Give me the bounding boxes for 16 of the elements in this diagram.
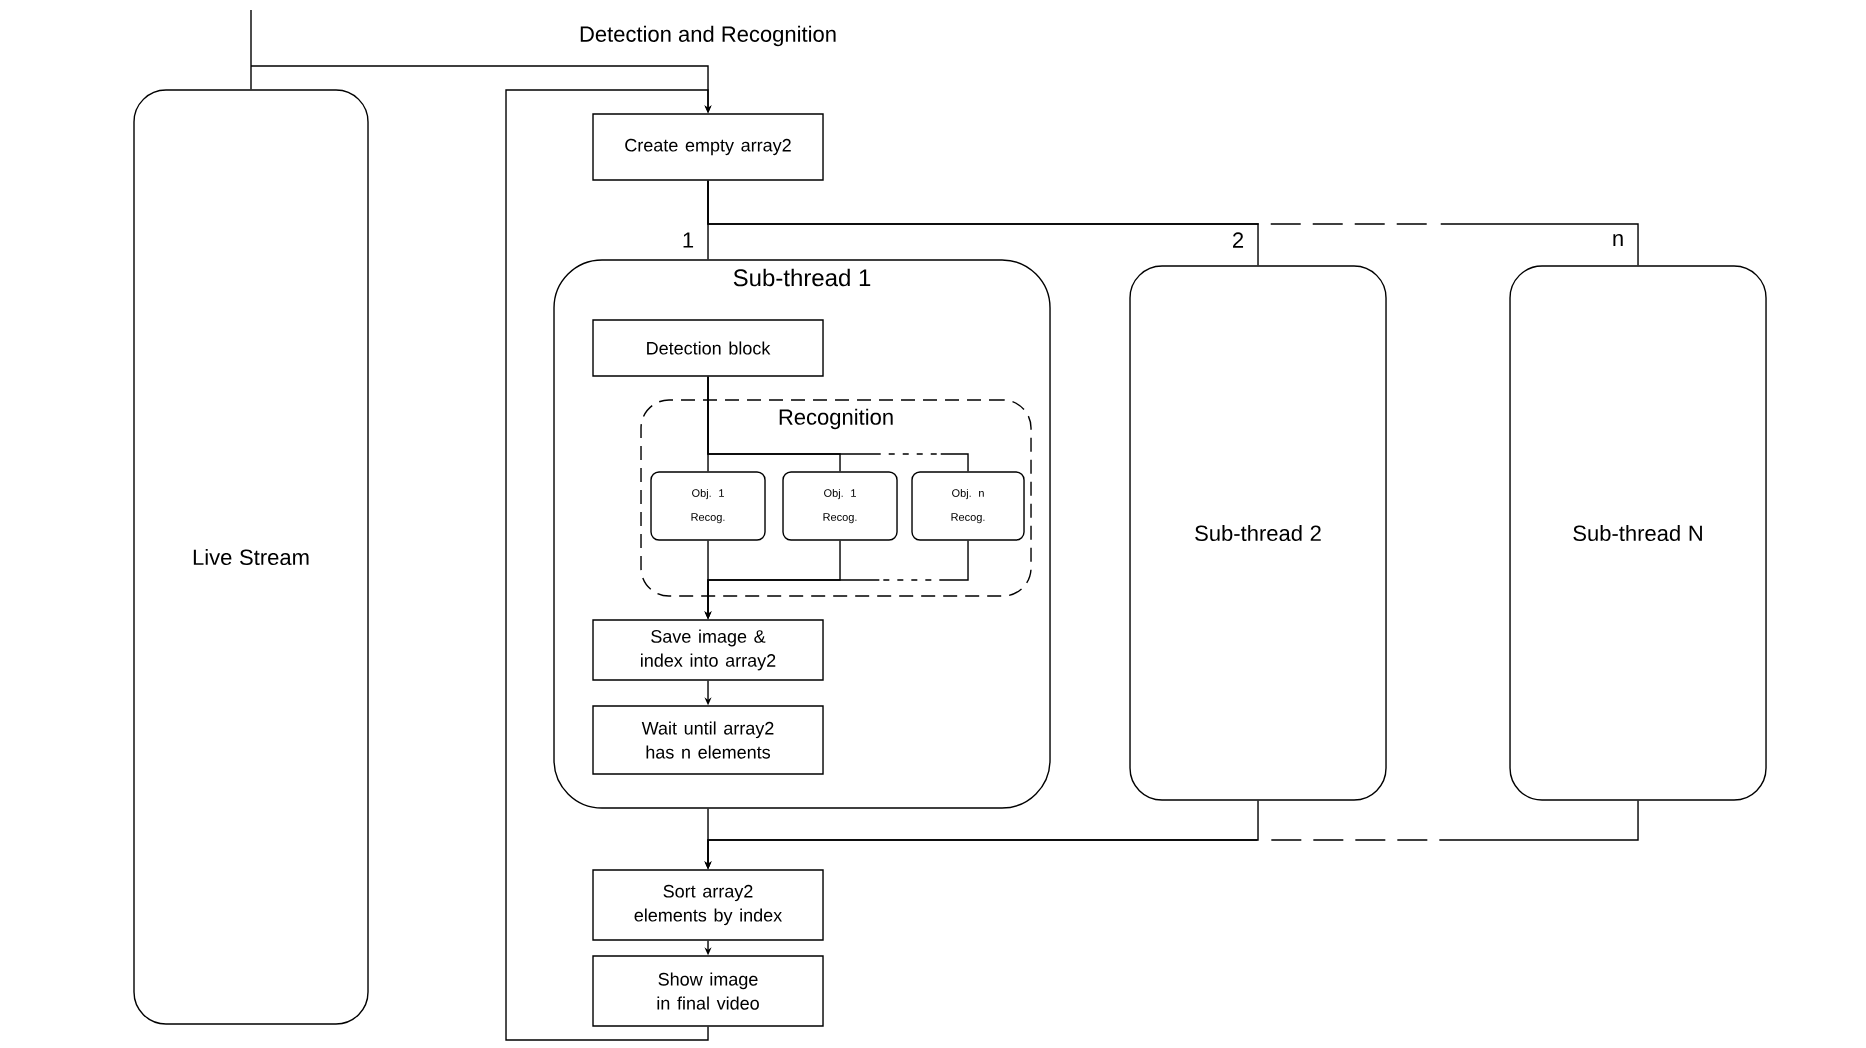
process-box: Create empty array2	[592, 113, 824, 181]
process-box: Show image in final video	[592, 955, 824, 1027]
process-box: Detection block	[592, 319, 824, 377]
connector	[707, 180, 1639, 266]
rounded-box: Sub-thread 2	[1129, 265, 1387, 801]
process-box: Sort array2 elements by index	[592, 869, 824, 941]
edge-label: n	[1609, 232, 1627, 248]
process-box: Wait until array2 has n elements	[592, 705, 824, 775]
connector	[505, 89, 712, 1041]
process-box: Save image & index into array2	[592, 619, 824, 681]
edge-label: Detection and Recognition	[577, 23, 840, 49]
rounded-box: Live Stream	[133, 89, 369, 1025]
rounded-box: Sub-thread N	[1509, 265, 1767, 801]
edge-label: 2	[1229, 230, 1247, 250]
edge-label: 1	[679, 230, 697, 250]
connector	[707, 376, 969, 472]
